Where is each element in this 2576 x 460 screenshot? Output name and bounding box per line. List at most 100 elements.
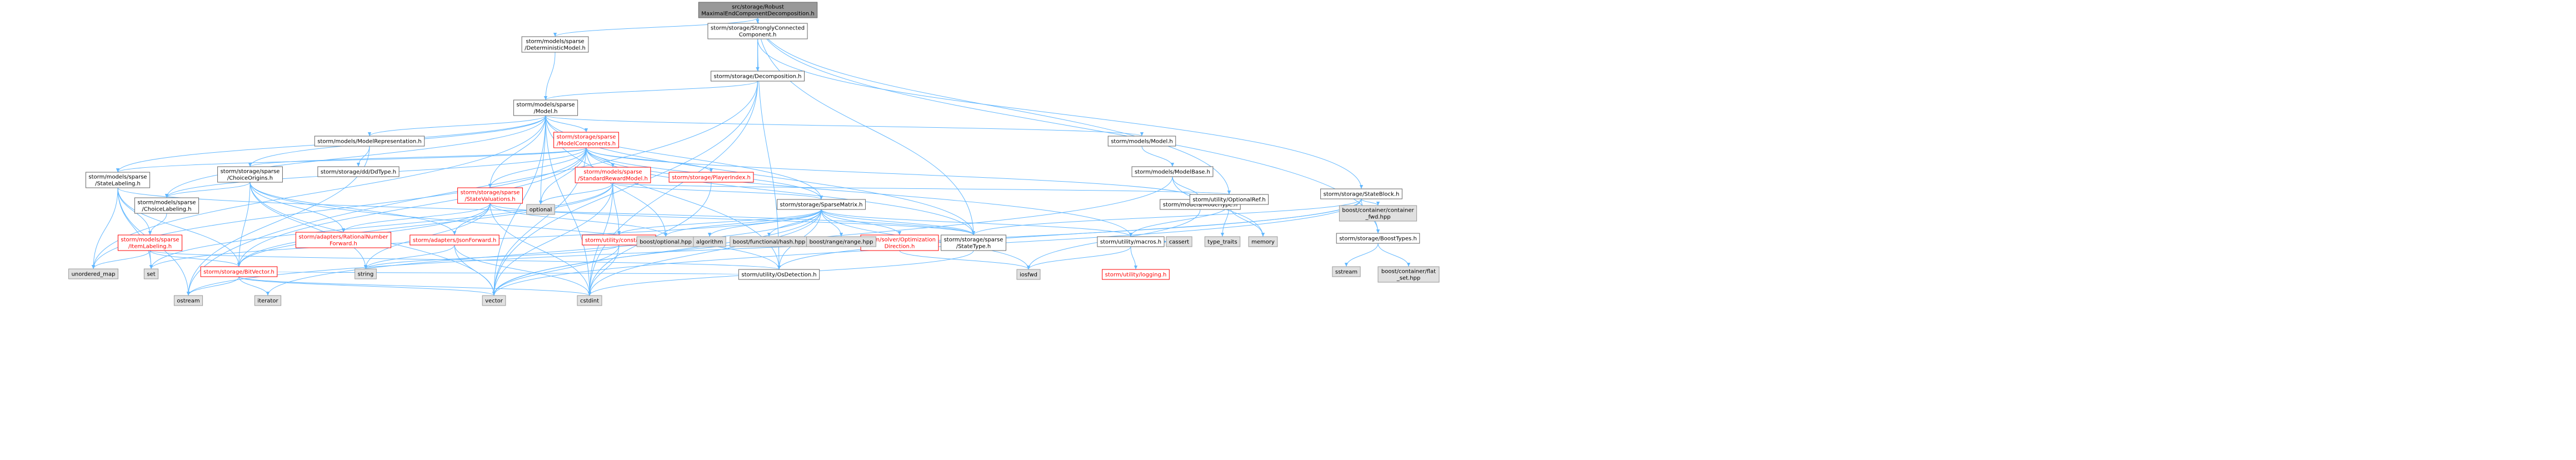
node-ddtype[interactable]: storm/storage/dd/DdType.h	[317, 166, 400, 177]
edge-constants-to-vector	[492, 244, 620, 296]
node-choicelab[interactable]: storm/models/sparse/ChoiceLabeling.h	[134, 197, 199, 214]
node-label: storm/models/sparse	[526, 39, 584, 45]
edge-model-to-choicelab	[164, 115, 546, 198]
node-memory: memory	[1248, 236, 1278, 247]
node-det[interactable]: storm/models/sparse/DeterministicModel.h	[521, 36, 589, 53]
node-label: /Model.h	[534, 109, 558, 115]
node-label: storm/utility/logging.h	[1105, 272, 1167, 278]
node-label: unordered_map	[72, 272, 116, 278]
node-choiceorig[interactable]: storm/storage/sparse/ChoiceOrigins.h	[217, 166, 283, 183]
node-decomp[interactable]: storm/storage/Decomposition.h	[711, 71, 805, 82]
node-box	[738, 269, 820, 280]
node-label: storm/storage/sparse	[461, 190, 520, 196]
node-box	[1166, 236, 1192, 247]
node-bitvector[interactable]: storm/storage/BitVector.h	[200, 266, 278, 277]
node-sparsemat[interactable]: storm/storage/SparseMatrix.h	[777, 199, 866, 210]
node-string: string	[355, 268, 377, 279]
node-modelrep[interactable]: storm/models/ModelRepresentation.h	[314, 136, 425, 147]
edge-choiceorig-to-choicelab	[164, 182, 251, 198]
node-label: boost/optional.hpp	[640, 239, 692, 246]
node-boostrange: boost/range/range.hpp	[806, 236, 876, 247]
edge-stdreward-to-constants	[612, 182, 621, 236]
node-ostream: ostream	[173, 295, 203, 306]
node-playerindex[interactable]: storm/storage/PlayerIndex.h	[668, 172, 754, 183]
node-box	[711, 71, 805, 82]
node-itemlab[interactable]: storm/models/sparse/ItemLabeling.h	[117, 234, 183, 251]
node-box	[577, 295, 602, 306]
edge-modelcomp-to-macros	[586, 147, 1133, 237]
node-jsonfwd[interactable]: storm/adapters/JsonForward.h	[410, 234, 500, 246]
edge-choiceorig-to-bitvector	[237, 182, 251, 267]
edge-bitvector-to-ostream	[186, 276, 239, 296]
edge-sparsemat-to-boostopt	[663, 209, 822, 237]
node-box	[134, 197, 199, 214]
node-box	[68, 268, 118, 279]
node-label: storm/storage/StateBlock.h	[1324, 192, 1400, 198]
edge-boosttypes-to-boostflat	[1377, 243, 1411, 267]
node-sstream: sstream	[1332, 266, 1361, 277]
node-box	[410, 234, 500, 246]
node-root[interactable]: src/storage/RobustMaximalEndComponentDec…	[698, 2, 818, 18]
node-label: storm/storage/BoostTypes.h	[1339, 236, 1417, 242]
node-optref[interactable]: storm/utility/OptionalRef.h	[1189, 194, 1269, 205]
node-boosthash: boost/functional/hash.hpp	[730, 236, 808, 247]
node-stateblock[interactable]: storm/storage/StateBlock.h	[1320, 188, 1402, 199]
node-label: iosfwd	[1020, 272, 1037, 278]
node-model[interactable]: storm/models/sparse/Model.h	[513, 99, 578, 116]
node-label: storm/models/ModelType.h	[1163, 202, 1238, 208]
edge-constants-to-cstdint	[587, 244, 620, 296]
edge-modelcomp-to-modeltype	[586, 147, 1202, 200]
node-statelab[interactable]: storm/models/sparse/StateLabeling.h	[85, 172, 151, 188]
node-statevals[interactable]: storm/storage/sparse/StateValuations.h	[457, 187, 523, 204]
node-label: algorithm	[696, 239, 723, 246]
node-modelbase[interactable]: storm/models/ModelBase.h	[1131, 166, 1214, 177]
node-label: iterator	[257, 298, 278, 304]
node-label: boost/functional/hash.hpp	[733, 239, 805, 246]
node-stdreward[interactable]: storm/models/sparse/StandardRewardModel.…	[575, 167, 651, 183]
edge-root-to-det	[553, 17, 758, 37]
node-osdet[interactable]: storm/utility/OsDetection.h	[738, 269, 820, 280]
node-label: Forward.h	[330, 241, 357, 247]
node-label: storm/storage/sparse	[944, 237, 1004, 243]
node-label: storm/storage/SparseMatrix.h	[780, 202, 863, 208]
node-label: /ItemLabeling.h	[128, 244, 172, 250]
node-statetype[interactable]: storm/storage/sparse/StateType.h	[941, 234, 1006, 251]
node-modelcomp[interactable]: storm/storage/sparse/ModelComponents.h	[553, 132, 619, 148]
node-boostopt: boost/optional.hpp	[636, 236, 695, 247]
node-modelh[interactable]: storm/models/Model.h	[1107, 136, 1176, 147]
edge-stateblock-to-flatset	[1361, 198, 1380, 206]
node-macros[interactable]: storm/utility/macros.h	[1097, 236, 1165, 247]
edge-choiceorig-to-osdet	[249, 182, 781, 270]
edge-itemlab-to-bitvector	[149, 250, 241, 267]
edge-model-to-sparsemat	[545, 115, 823, 200]
node-label: sstream	[1335, 269, 1357, 276]
node-box	[668, 172, 754, 183]
node-label: Component.h	[739, 32, 777, 38]
edge-model-to-modelcomp	[545, 115, 588, 133]
node-label: /StateValuations.h	[465, 197, 515, 203]
edge-choiceorig-to-string	[249, 182, 368, 269]
node-box	[707, 23, 808, 39]
node-label: storm/models/sparse	[583, 169, 642, 176]
node-set: set	[143, 268, 159, 279]
dependency-edges	[91, 17, 1411, 296]
node-box	[521, 36, 589, 53]
edge-sparsemat-to-constants	[617, 209, 822, 236]
node-label: boost/container/flat	[1381, 269, 1436, 275]
node-label: storm/storage/BitVector.h	[203, 269, 274, 276]
node-box	[143, 268, 159, 279]
node-label: vector	[485, 298, 503, 304]
node-iosfwd: iosfwd	[1016, 269, 1041, 280]
node-logging[interactable]: storm/utility/logging.h	[1102, 269, 1170, 280]
node-boosttypes[interactable]: storm/storage/BoostTypes.h	[1336, 233, 1420, 244]
node-box	[1107, 136, 1176, 147]
node-box	[482, 295, 506, 306]
edge-jsonfwd-to-cstdint	[454, 244, 592, 296]
node-label: _set.hpp	[1396, 276, 1421, 282]
node-label: storm/models/sparse	[121, 237, 179, 243]
edge-sparsemat-to-cstdint	[587, 209, 822, 296]
node-label: ostream	[177, 298, 199, 304]
node-scc[interactable]: storm/storage/StronglyConnectedComponent…	[707, 23, 808, 39]
